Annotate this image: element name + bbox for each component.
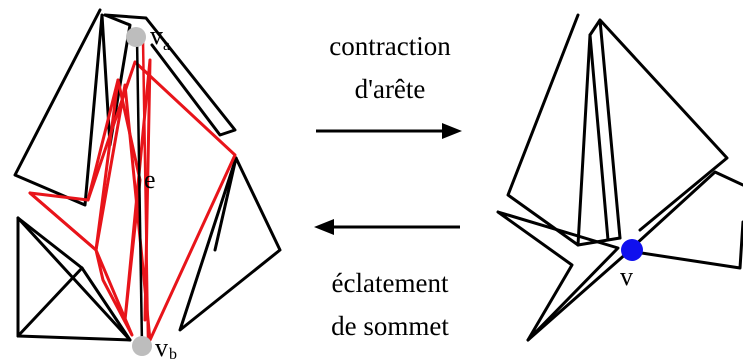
backward-caption-line1: éclatement (332, 268, 449, 298)
left-upper-fan (13, 8, 132, 207)
left-mesh: v a e v b (13, 8, 282, 361)
red-outer-ring (28, 60, 237, 342)
label-v: v (620, 262, 633, 291)
left-lower-wing (16, 216, 84, 338)
vertex-vb (132, 336, 152, 356)
label-vb: v (155, 333, 168, 361)
edge-e-twin (141, 39, 150, 341)
transition-arrows: contraction d'arête éclatement de sommet (314, 31, 462, 341)
left-lower-wing-fan (16, 216, 132, 342)
label-vb-sub: b (169, 346, 177, 361)
label-e: e (144, 165, 156, 194)
backward-arrow (314, 219, 460, 235)
vertex-v (621, 239, 643, 261)
left-mesh-black-faces (13, 8, 282, 342)
forward-arrow (316, 123, 462, 139)
red-mid-fan (86, 78, 120, 252)
right-right-wing (633, 170, 743, 247)
vertex-va (126, 27, 146, 47)
forward-caption-line1: contraction (329, 31, 451, 61)
left-mesh-red-faces (28, 58, 237, 342)
label-va-sub: a (163, 37, 170, 54)
edge-e (135, 37, 144, 346)
red-lower-fan (28, 191, 134, 337)
right-bottom-right (633, 220, 743, 270)
backward-caption-line2: de sommet (331, 311, 449, 341)
label-va: v (150, 21, 163, 50)
right-upper-fan (506, 13, 729, 247)
left-right-wing-inner (213, 156, 238, 252)
left-right-wing (178, 156, 282, 332)
right-bottom-left (526, 250, 630, 342)
right-mesh (496, 13, 743, 342)
left-top-wing (103, 13, 237, 137)
forward-caption-line2: d'arête (355, 74, 426, 104)
